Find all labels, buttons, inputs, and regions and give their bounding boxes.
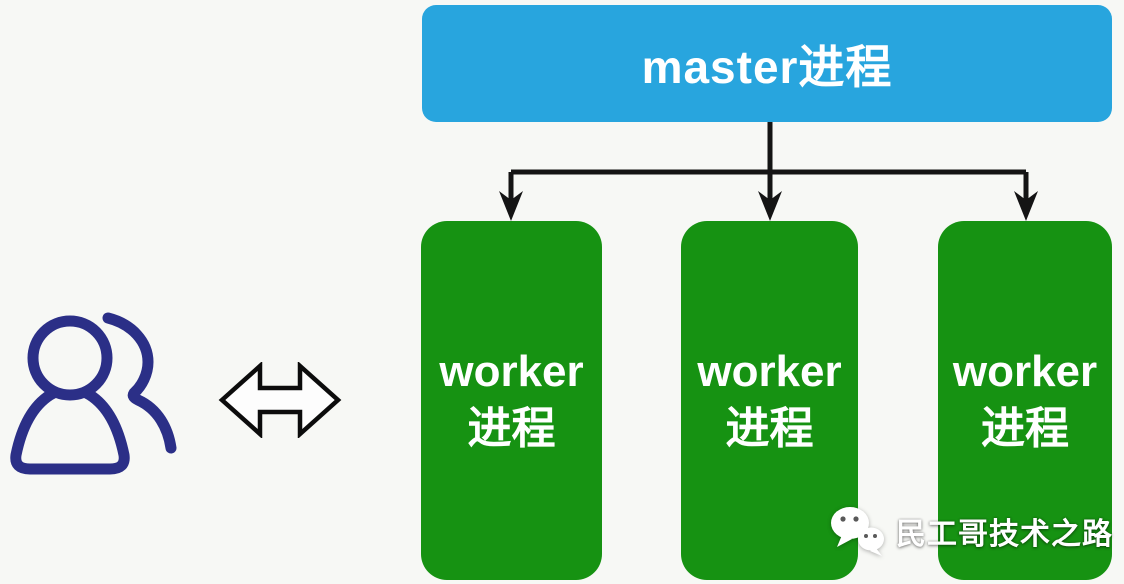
worker-label-en: worker <box>952 347 1098 397</box>
wechat-big-bubble-tail <box>837 535 852 547</box>
worker-process-node-2: worker 进程 <box>681 221 858 580</box>
front-person-body <box>10 383 130 475</box>
users-icon <box>10 312 177 475</box>
double-arrow-icon <box>218 362 342 438</box>
wechat-small-bubble-tail <box>870 548 882 556</box>
front-person-head <box>27 315 113 401</box>
watermark: 民工哥技术之路 <box>830 503 1113 559</box>
wechat-big-bubble <box>831 507 869 539</box>
master-process-label: master进程 <box>641 40 893 93</box>
arrowhead-middle-icon <box>758 191 782 221</box>
wechat-eye <box>864 534 868 538</box>
arrowhead-left-icon <box>499 191 523 221</box>
master-process-node: master进程 <box>422 5 1112 122</box>
wechat-eye <box>840 516 846 522</box>
wechat-small-bubble <box>858 527 884 551</box>
double-arrow-shape <box>218 362 342 438</box>
wechat-eye <box>853 516 859 522</box>
worker-process-node-1: worker 进程 <box>421 221 602 580</box>
worker-label-en: worker <box>439 347 584 397</box>
worker-process-node-3: worker 进程 <box>938 221 1112 580</box>
watermark-text: 民工哥技术之路 <box>896 518 1113 551</box>
wechat-icon <box>831 507 884 556</box>
worker-label-zh: 进程 <box>725 403 814 453</box>
worker-label-zh: 进程 <box>981 403 1069 453</box>
worker-label-en: worker <box>697 347 842 397</box>
worker-label-zh: 进程 <box>467 403 556 453</box>
arrowhead-right-icon <box>1014 191 1038 221</box>
wechat-eye <box>873 534 877 538</box>
back-person-outline <box>102 312 177 454</box>
